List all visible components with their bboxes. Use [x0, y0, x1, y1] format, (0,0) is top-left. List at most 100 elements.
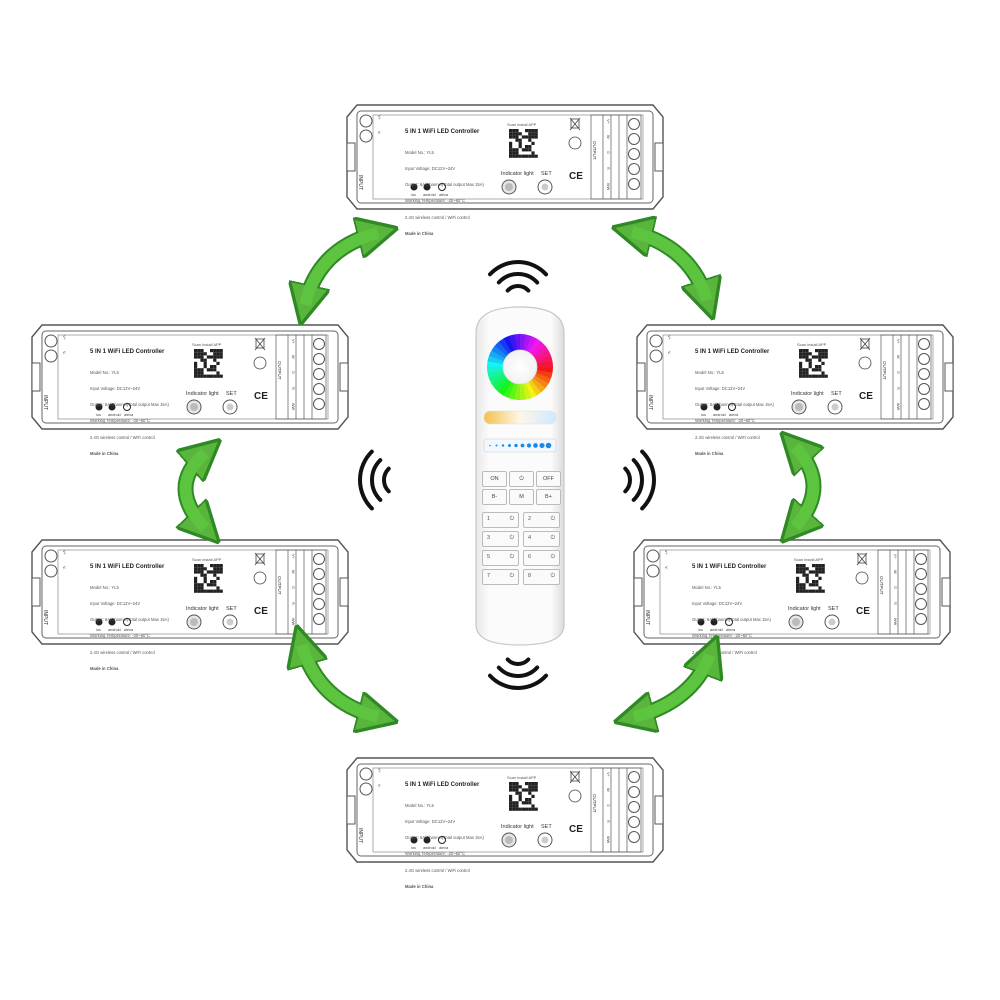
set-button-label: SET	[226, 606, 237, 612]
zone-button[interactable]: 2⏻	[523, 512, 560, 528]
color-wheel-segment[interactable]	[488, 349, 506, 362]
qr-code-module	[512, 785, 516, 789]
qr-code-module	[213, 567, 217, 571]
qr-code-module	[509, 782, 513, 786]
color-wheel-segment[interactable]	[520, 334, 527, 351]
qr-code-module	[200, 573, 204, 577]
spec-line: Model No.: YL5	[405, 802, 434, 808]
zone-button[interactable]: 7⏻	[482, 569, 519, 585]
color-wheel-segment[interactable]	[494, 341, 510, 357]
qr-code-module	[512, 154, 516, 158]
output-terminal	[313, 568, 325, 580]
set-button-label: SET	[831, 391, 842, 397]
color-wheel-segment[interactable]	[535, 369, 553, 379]
color-wheel-segment[interactable]	[525, 381, 537, 399]
qr-code-module	[812, 580, 816, 584]
qr-code-module	[203, 365, 207, 369]
qr-code-module	[515, 151, 519, 155]
color-wheel-segment[interactable]	[528, 338, 542, 355]
color-wheel-segment[interactable]	[488, 372, 506, 384]
brightness-up-button[interactable]: B+	[536, 489, 561, 505]
color-wheel-segment[interactable]	[498, 338, 512, 354]
spec-line: Made in China	[90, 665, 119, 671]
color-wheel[interactable]	[487, 334, 553, 400]
qr-code-module	[815, 567, 819, 571]
color-wheel-segment[interactable]	[494, 377, 510, 393]
power-icon: ⏻	[550, 516, 555, 522]
color-wheel-segment[interactable]	[532, 375, 549, 389]
output-terminal	[915, 598, 927, 610]
color-wheel-segment[interactable]	[534, 372, 552, 385]
color-wheel-segment[interactable]	[491, 375, 507, 389]
qr-code-module	[531, 804, 535, 808]
color-wheel-segment[interactable]	[491, 345, 508, 359]
color-wheel-segment[interactable]	[514, 334, 521, 351]
output-terminal	[628, 163, 640, 175]
qr-code-module	[210, 349, 214, 353]
qr-code-module	[802, 368, 806, 372]
color-wheel-segment[interactable]	[528, 380, 542, 396]
color-wheel-segment[interactable]	[525, 335, 538, 353]
controller-title: 5 IN 1 WiFi LED Controller	[90, 564, 165, 570]
qr-code-module	[210, 355, 214, 359]
qr-code-module	[210, 374, 214, 378]
color-wheel-segment[interactable]	[522, 334, 532, 352]
zone-button[interactable]: 1⏻	[482, 512, 519, 528]
spec-line: Input Voltage: DC12V~24V	[695, 386, 746, 392]
qr-code-module	[219, 564, 223, 568]
qr-code-module	[216, 567, 220, 571]
app-store-icon	[423, 183, 431, 191]
zone-button[interactable]: 4⏻	[523, 531, 560, 547]
brightness-dot	[489, 444, 491, 447]
color-wheel-segment[interactable]	[530, 341, 546, 357]
color-wheel-segment[interactable]	[508, 382, 518, 400]
color-wheel-segment[interactable]	[513, 383, 520, 400]
zone-label: 4	[528, 535, 532, 541]
qr-code-module	[206, 355, 210, 359]
qr-code-module	[531, 132, 535, 136]
color-wheel-segment[interactable]	[487, 355, 505, 365]
on-button[interactable]: ON	[482, 471, 507, 487]
qr-code-module	[799, 349, 803, 353]
color-wheel-segment[interactable]	[487, 360, 504, 367]
qr-code-module	[200, 358, 204, 362]
alexa-icon	[438, 836, 446, 844]
qr-code-module	[531, 129, 535, 133]
color-wheel-segment[interactable]	[533, 345, 549, 359]
color-temperature-slider[interactable]	[483, 410, 557, 425]
color-wheel-segment[interactable]	[536, 367, 553, 374]
color-wheel-segment[interactable]	[536, 361, 553, 368]
power-icon[interactable]: ⏻	[509, 471, 534, 487]
color-wheel-segment[interactable]	[530, 377, 546, 393]
qr-code-module	[194, 586, 198, 590]
mode-button[interactable]: M	[509, 489, 534, 505]
qr-code-module	[515, 791, 519, 795]
qr-code-module	[515, 148, 519, 152]
color-wheel-segment[interactable]	[487, 366, 504, 373]
off-button[interactable]: OFF	[536, 471, 561, 487]
qr-code-module	[509, 804, 513, 808]
zone-button[interactable]: 8⏻	[523, 569, 560, 585]
app-store-icon	[423, 836, 431, 844]
qr-code-module	[796, 570, 800, 574]
qr-code-module	[216, 589, 220, 593]
color-wheel-segment[interactable]	[503, 335, 515, 353]
zone-button[interactable]: 3⏻	[482, 531, 519, 547]
color-wheel-segment[interactable]	[534, 350, 552, 362]
color-wheel-segment[interactable]	[502, 381, 515, 399]
color-wheel-segment[interactable]	[519, 383, 526, 400]
qr-code-module	[210, 570, 214, 574]
zone-button[interactable]: 6⏻	[523, 550, 560, 566]
color-wheel-segment[interactable]	[498, 379, 512, 396]
qr-code-module	[815, 564, 819, 568]
qr-code-module	[197, 368, 201, 372]
brightness-slider[interactable]	[483, 438, 557, 453]
output-terminal	[313, 553, 325, 565]
qr-code-module	[213, 570, 217, 574]
controller-specs: Model No.: YL5 Input Voltage: DC12V~24V …	[405, 792, 484, 900]
brightness-down-button[interactable]: B-	[482, 489, 507, 505]
qr-code-module	[213, 358, 217, 362]
qr-code-module	[525, 154, 529, 158]
zone-button[interactable]: 5⏻	[482, 550, 519, 566]
